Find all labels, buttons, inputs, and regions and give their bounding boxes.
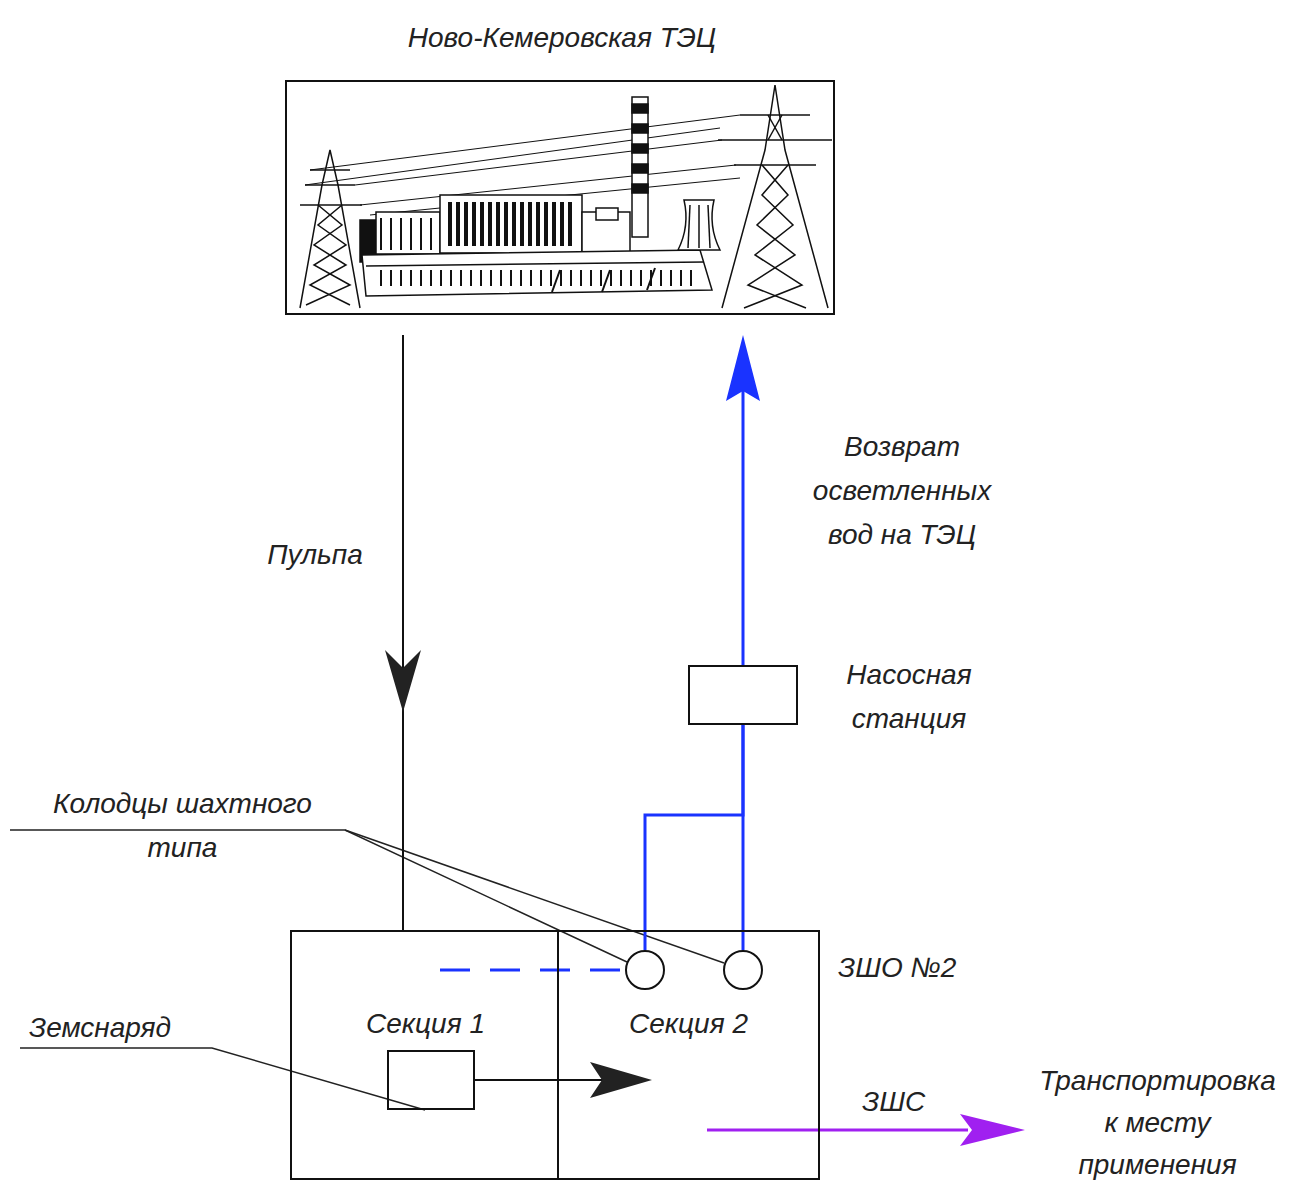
section-region: Секция 1Земснаряд (292, 932, 559, 1178)
flow-connector (475, 1062, 652, 1098)
flow-label: Возврат осветленных вод на ТЭЦ (812, 425, 992, 557)
plant-building (360, 195, 712, 296)
shaft-well-circle (723, 950, 763, 990)
pump-station-label: Насосная станция (824, 653, 994, 741)
leader-lines (10, 830, 724, 1110)
connector-line (742, 385, 745, 665)
flow-connector (645, 725, 743, 950)
chimney (632, 97, 648, 237)
connector-line (645, 725, 743, 950)
flow-connector (385, 335, 421, 930)
power-plant-drawing (300, 85, 832, 308)
connector-line (475, 1079, 602, 1081)
dredger-label: Земснаряд (29, 1006, 239, 1050)
dashed-pipe (440, 969, 623, 972)
plant-box: Ново-Кемеровская ТЭЦ (285, 80, 835, 315)
flow-connector (743, 725, 744, 950)
connector-line (742, 725, 745, 950)
flow-connector (726, 335, 760, 665)
section-label: Секция 2 (559, 1002, 818, 1046)
flow-label: Пульпа (250, 533, 380, 577)
callout-label: Колодцы шахтного типа (45, 782, 320, 870)
shaft-well-circle (625, 950, 665, 990)
destination-label: Транспортировка к месту применения (1030, 1060, 1285, 1186)
flow-label: ЗШС (862, 1080, 952, 1124)
transport-arrow (707, 1114, 1025, 1146)
arrowhead (590, 1062, 652, 1098)
pump-station-box: Насосная станция (688, 665, 798, 725)
pylon-left (300, 150, 362, 308)
cooling-tower (678, 200, 720, 250)
plant-title: Ново-Кемеровская ТЭЦ (287, 16, 837, 60)
section-region: Секция 2 (559, 932, 818, 1178)
ash-dump-box: ЗШО №2Секция 1ЗемснарядСекция 2 (290, 930, 820, 1180)
arrowhead (726, 335, 760, 401)
ash-dump-label: ЗШО №2 (838, 946, 998, 990)
section-label: Секция 1 (292, 1002, 559, 1046)
arrowhead (385, 650, 421, 712)
dredger-box: Земснаряд (387, 1050, 475, 1110)
connector-line (402, 335, 404, 930)
pylon-right (718, 85, 832, 308)
